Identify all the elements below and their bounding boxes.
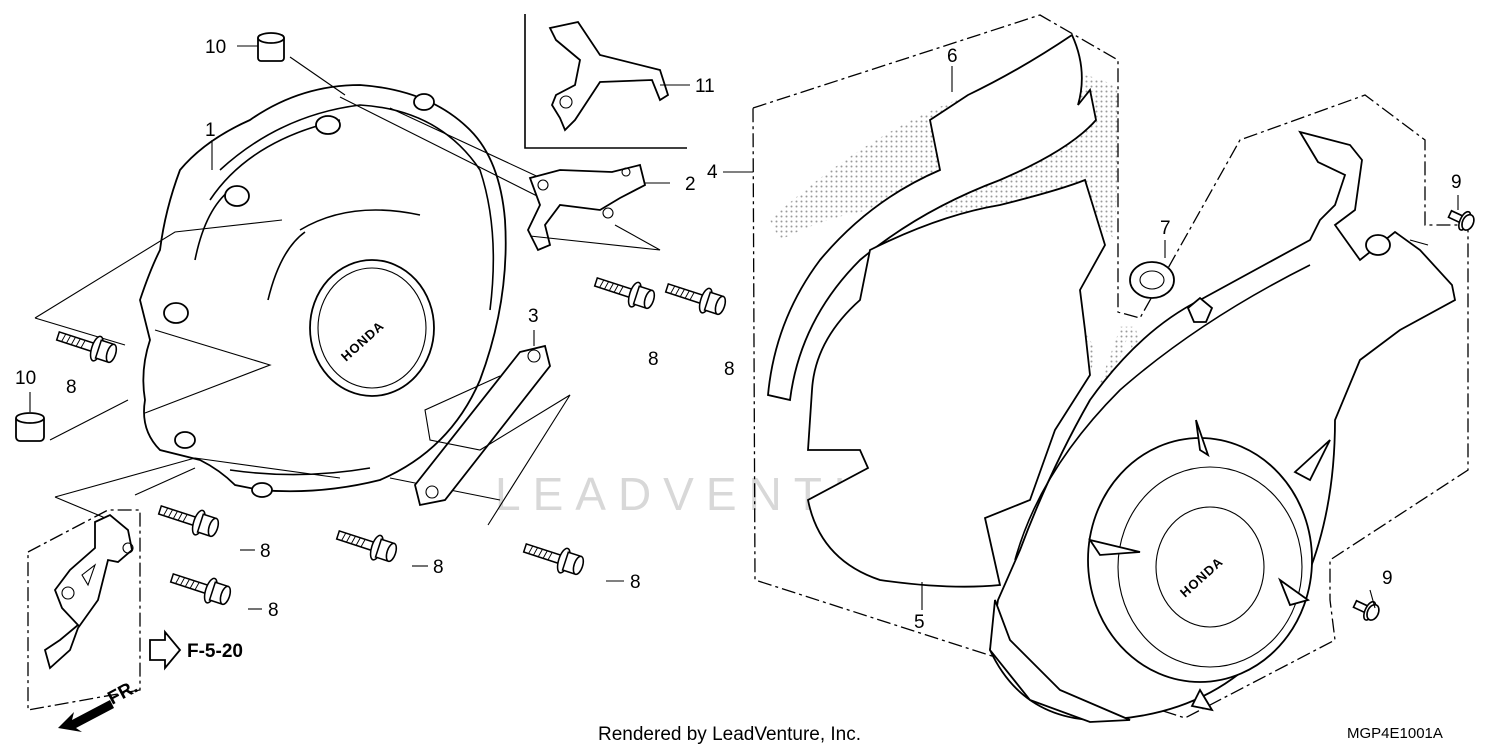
callout-1: 1 xyxy=(205,120,216,141)
callout-8-lower-3: 8 xyxy=(433,557,444,578)
footer-caption: Rendered by LeadVenture, Inc. xyxy=(598,724,861,745)
callout-8-left: 8 xyxy=(66,377,77,398)
section-ref-label: F-5-20 xyxy=(187,641,243,662)
callouts: 1 2 3 4 5 6 7 8 8 8 8 8 8 8 9 9 10 10 11 xyxy=(15,37,1462,633)
part-3-plate[interactable] xyxy=(414,330,571,526)
bolt-leaders xyxy=(240,549,624,610)
callout-3: 3 xyxy=(528,306,539,327)
part-7-grommet[interactable] xyxy=(1129,240,1175,299)
part-4-cover-set-outline xyxy=(723,14,1469,719)
callout-8-lower-2: 8 xyxy=(268,600,279,621)
part-9-screw-top[interactable] xyxy=(1445,195,1478,235)
callout-9-bottom: 9 xyxy=(1382,568,1393,589)
callout-11: 11 xyxy=(695,76,715,97)
callout-10-bottom: 10 xyxy=(15,368,36,389)
part-10-dowel-pin-top[interactable] xyxy=(257,32,285,62)
part-8-bolt-lower-3[interactable] xyxy=(333,522,401,567)
part-5-insulator[interactable] xyxy=(806,178,1106,610)
side-cover[interactable]: HONDA xyxy=(989,130,1457,723)
part-6-inner-cover[interactable] xyxy=(767,33,1097,402)
callout-8-lower-1: 8 xyxy=(260,541,271,562)
part-9-screw-bottom[interactable] xyxy=(1350,589,1383,625)
callout-4: 4 xyxy=(707,162,718,183)
inset-bracket-reference xyxy=(27,509,141,711)
part-8-bolt-lower-2[interactable] xyxy=(167,565,235,610)
callout-9-top: 9 xyxy=(1451,172,1462,193)
part-10-dowel-pin-bottom[interactable] xyxy=(15,412,45,442)
part-8-bolt-lower-1[interactable] xyxy=(155,497,223,542)
part-1-left-crankcase-cover[interactable]: HONDA xyxy=(139,84,507,498)
callout-10-top: 10 xyxy=(205,37,226,58)
part-8-bolt-center-1[interactable] xyxy=(591,269,659,314)
callout-8-center-2: 8 xyxy=(724,359,735,380)
part-8-bolt-left[interactable] xyxy=(53,323,121,368)
callout-8-center-1: 8 xyxy=(648,349,659,370)
part-11-bracket-inset[interactable] xyxy=(524,14,690,149)
side-cover-clip xyxy=(1186,296,1214,323)
callout-7: 7 xyxy=(1160,218,1171,239)
front-indicator: FR. xyxy=(58,677,141,732)
callout-6: 6 xyxy=(947,46,958,67)
callout-2: 2 xyxy=(685,174,696,195)
diagram-code: MGP4E1001A xyxy=(1347,725,1443,742)
part-8-bolt-lower-4[interactable] xyxy=(520,535,588,580)
callout-5: 5 xyxy=(914,612,925,633)
callout-8-lower-4: 8 xyxy=(630,572,641,593)
section-reference[interactable]: F-5-20 xyxy=(149,629,243,671)
part-8-bolt-center-2[interactable] xyxy=(662,275,730,320)
part-2-bracket[interactable] xyxy=(526,163,670,252)
